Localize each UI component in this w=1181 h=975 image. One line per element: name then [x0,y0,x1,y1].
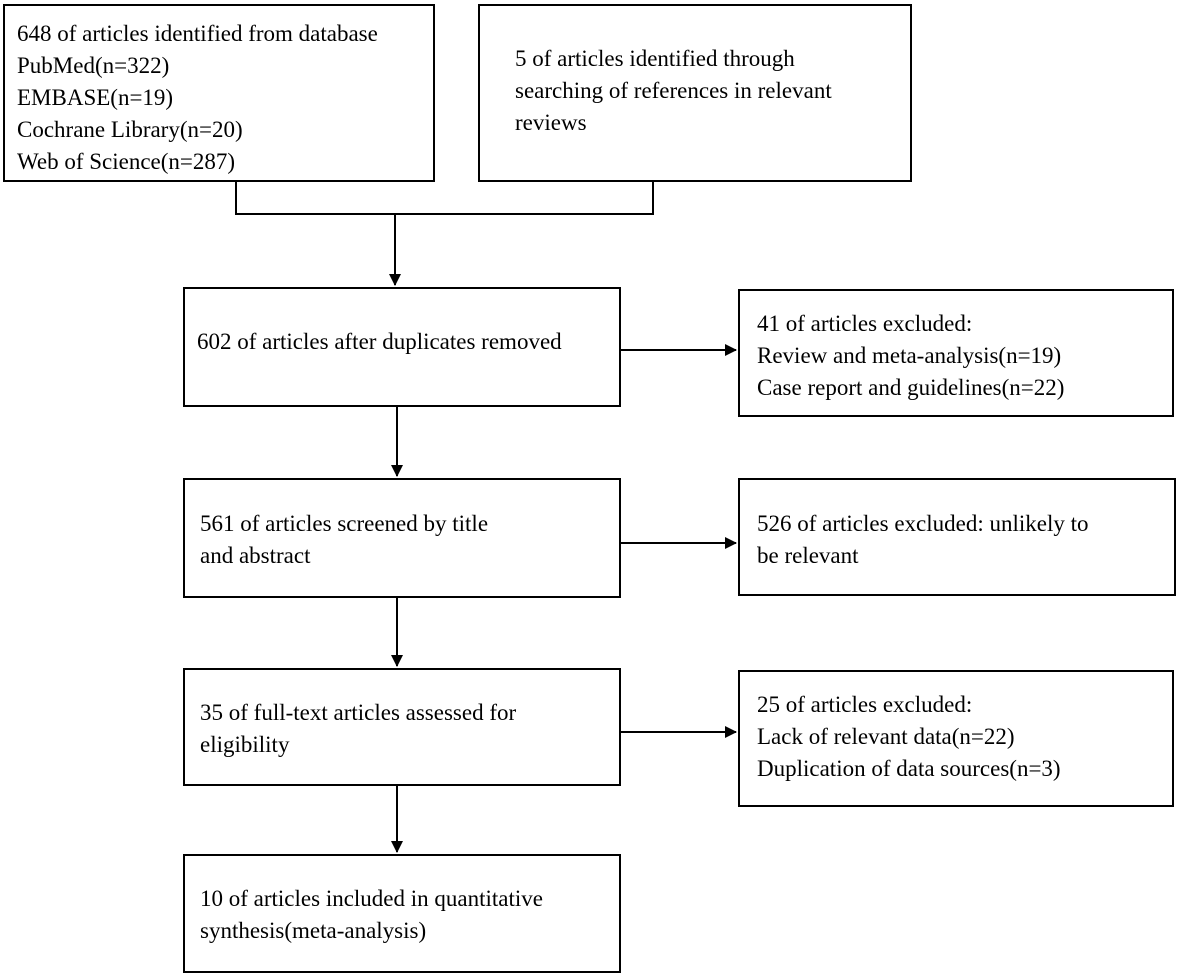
box-text-line: 602 of articles after duplicates removed [197,329,562,354]
box-text-line: 10 of articles included in quantitative [200,886,543,911]
box-text-line: 35 of full-text articles assessed for [200,700,517,725]
box-text-line: 5 of articles identified through [515,46,795,71]
excluded-data-box: 25 of articles excluded: Lack of relevan… [738,670,1174,807]
box-text-line: 561 of articles screened by title [200,511,489,536]
box-text-line: Web of Science(n=287) [17,149,236,174]
box-text-line: synthesis(meta-analysis) [200,918,427,943]
box-text-line: Review and meta-analysis(n=19) [757,343,1062,368]
box-text-line: Duplication of data sources(n=3) [757,756,1061,781]
box-text-line: 526 of articles excluded: unlikely to [757,511,1089,536]
after-duplicates-removed-box: 602 of articles after duplicates removed [183,287,621,407]
box-text-line: 25 of articles excluded: [757,692,973,717]
excluded-irrelevant-box: 526 of articles excluded: unlikely to be… [738,478,1176,596]
box-text-line: Case report and guidelines(n=22) [757,375,1065,400]
box-text-line: reviews [515,110,587,135]
screened-title-abstract-box: 561 of articles screened by title and ab… [183,478,621,598]
identified-from-database-box: 648 of articles identified from database… [3,4,435,182]
box-text-line: Lack of relevant data(n=22) [757,724,1015,749]
box-text-line: searching of references in relevant [515,78,832,103]
box-text-line: 648 of articles identified from database [17,21,378,46]
box-text-line: be relevant [757,543,859,568]
box-text-line: PubMed(n=322) [17,53,170,78]
box-text-line: EMBASE(n=19) [17,85,174,110]
box-text-line: eligibility [200,732,290,757]
box-text-line: and abstract [200,543,311,568]
full-text-assessed-box: 35 of full-text articles assessed for el… [183,668,621,786]
included-synthesis-box: 10 of articles included in quantitative … [183,854,621,973]
excluded-reviews-box: 41 of articles excluded: Review and meta… [738,289,1174,417]
identified-from-references-box: 5 of articles identified through searchi… [478,4,912,182]
box-text-line: Cochrane Library(n=20) [17,117,243,142]
box-text-line: 41 of articles excluded: [757,311,973,336]
